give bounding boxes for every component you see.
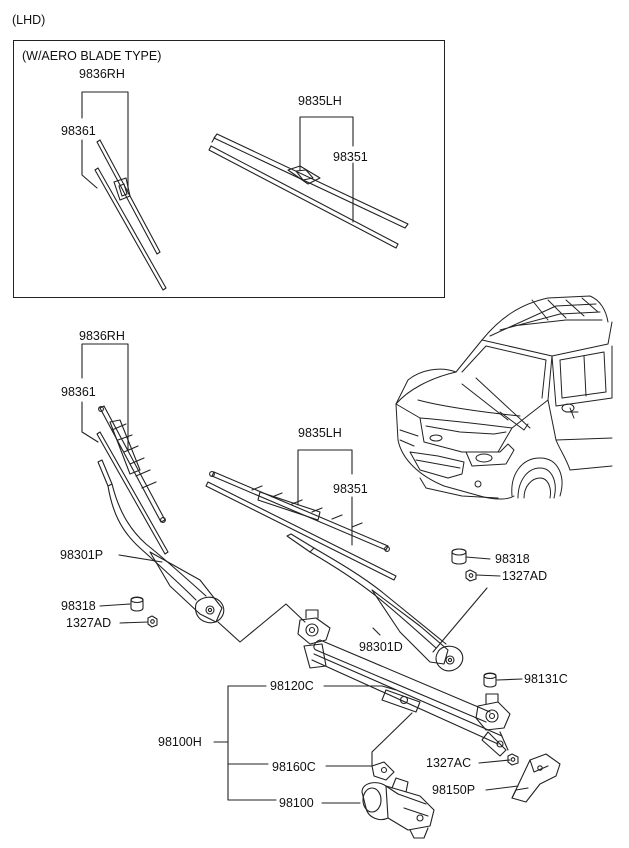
rh-arm-nut: [147, 615, 158, 628]
pivot-cap: [483, 672, 497, 688]
lh-blade: [209, 471, 390, 552]
wiper-motor: [361, 777, 435, 839]
linkage-assembly: [297, 609, 511, 757]
inset-lh-aero-refill: [208, 145, 399, 249]
inset-rh-refill-label: 98361: [61, 124, 96, 138]
inset-rh-aero-blade: [96, 139, 161, 255]
rh-blade-label: 9836RH: [79, 329, 125, 343]
lh-refill-label: 98351: [333, 482, 368, 496]
pivot-cap-label: 98131C: [524, 672, 568, 686]
rh-blade: [98, 405, 166, 523]
crank-arm: [371, 761, 395, 781]
crank-label: 98160C: [272, 760, 316, 774]
linkage-label: 98120C: [270, 679, 314, 693]
rh-refill-label: 98361: [61, 385, 96, 399]
motor-label: 98100: [279, 796, 314, 810]
rh-arm-cap: [130, 596, 144, 612]
wiper-assy-label: 98100H: [158, 735, 202, 749]
lh-arm: [286, 533, 464, 672]
main-leader-lines: [81, 343, 523, 804]
inset-lh-aero-blade: [211, 133, 409, 229]
inset-rh-blade-label: 9836RH: [79, 67, 125, 81]
lh-blade-label: 9835LH: [298, 426, 342, 440]
bracket-label: 98150P: [432, 783, 476, 797]
car-illustration: [395, 295, 613, 500]
inset-leader-lines: [81, 91, 354, 223]
lh-arm-cap: [451, 548, 467, 565]
inset-title: (W/AERO BLADE TYPE): [22, 49, 162, 63]
rh-refill: [96, 431, 169, 555]
lh-nut-label: 1327AD: [502, 569, 548, 583]
rh-arm-label: 98301P: [60, 548, 104, 562]
rh-nut-label: 1327AD: [66, 616, 112, 630]
lh-arm-nut: [465, 569, 477, 582]
aero-blade-inset: [13, 40, 445, 298]
variant-label: (LHD): [12, 13, 46, 27]
rh-cap-label: 98318: [61, 599, 96, 613]
rh-arm: [97, 459, 225, 624]
motor-bracket: [511, 753, 561, 803]
lh-refill: [205, 481, 397, 581]
inset-rh-aero-refill: [94, 167, 167, 291]
inset-lh-blade-label: 9835LH: [298, 94, 342, 108]
lh-arm-label: 98301D: [359, 640, 403, 654]
bracket-nut-label: 1327AC: [426, 756, 472, 770]
inset-lh-refill-label: 98351: [333, 150, 368, 164]
bracket-nut: [507, 753, 519, 766]
lh-cap-label: 98318: [495, 552, 530, 566]
